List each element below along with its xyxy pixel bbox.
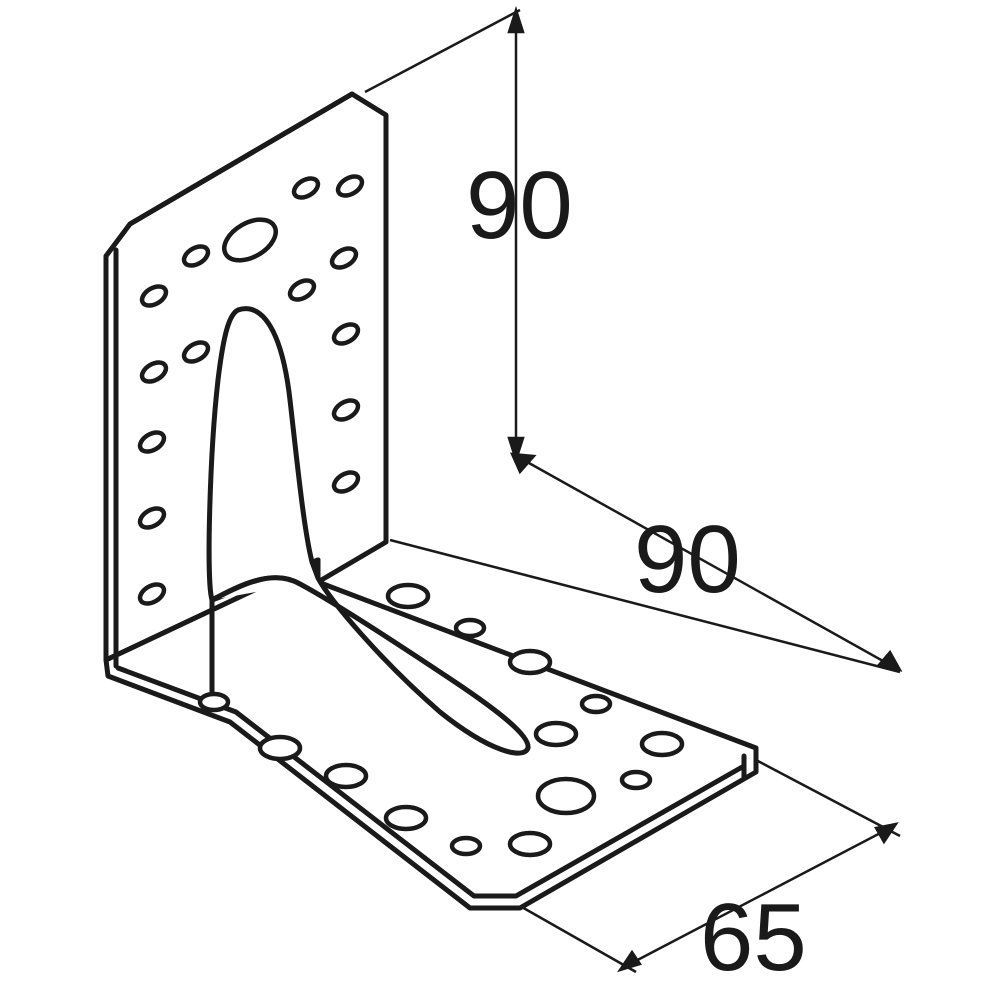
hole-v10 [137, 582, 167, 606]
hole-h4 [579, 693, 613, 715]
arrow-height-top [507, 5, 525, 34]
hole-v3 [335, 174, 365, 198]
rib-inner-fold [209, 575, 303, 603]
hole-v12 [329, 246, 359, 270]
hole-h10 [257, 734, 303, 762]
hole-h1 [385, 582, 431, 610]
hole-h14 [507, 830, 553, 858]
hole-v7 [139, 360, 169, 384]
hole-v11 [287, 278, 317, 302]
hole-h7 [619, 769, 653, 791]
vertical-plate-holes [137, 174, 365, 606]
extension-line-mid [389, 538, 901, 674]
hole-h12 [383, 804, 429, 832]
hole-h2 [453, 617, 487, 639]
hole-h11 [323, 762, 369, 790]
bracket-body [103, 91, 759, 911]
reinforcing-rib [206, 306, 531, 756]
arrow-width-top [874, 822, 899, 845]
dimension-label-width: 65 [700, 884, 807, 991]
hole-v8 [137, 430, 167, 454]
hole-h5 [533, 720, 579, 748]
horizontal-plate-holes [197, 582, 685, 858]
vertical-plate-top-edge [127, 91, 355, 227]
extension-line-bottom [519, 904, 637, 974]
hole-large-h8 [535, 776, 597, 816]
dimension-label-depth: 90 [634, 506, 741, 613]
horizontal-plate-near-edge [115, 665, 747, 899]
dimension-label-height: 90 [466, 152, 573, 259]
hole-v6 [181, 340, 211, 364]
hole-v5 [139, 284, 169, 308]
hole-v2 [291, 176, 321, 200]
extension-line-top [364, 8, 521, 94]
hole-h6 [639, 730, 685, 758]
extension-line-right [755, 758, 901, 838]
hole-v9 [137, 506, 167, 530]
hole-large-v1 [222, 217, 278, 263]
arrow-depth-end [875, 649, 903, 672]
arrow-depth-start [509, 452, 537, 475]
dim-line-depth [519, 456, 893, 668]
hole-v4 [181, 244, 211, 268]
hole-h9 [197, 691, 231, 713]
hole-v13 [331, 322, 361, 346]
hole-v14 [331, 398, 361, 422]
dim-line-width [625, 826, 891, 968]
hole-h3 [507, 648, 553, 676]
arrow-width-bottom [617, 949, 642, 973]
hole-v15 [331, 470, 361, 494]
arrow-height-bottom [507, 436, 525, 465]
hole-h13 [449, 835, 483, 857]
dimension-lines [364, 5, 903, 974]
